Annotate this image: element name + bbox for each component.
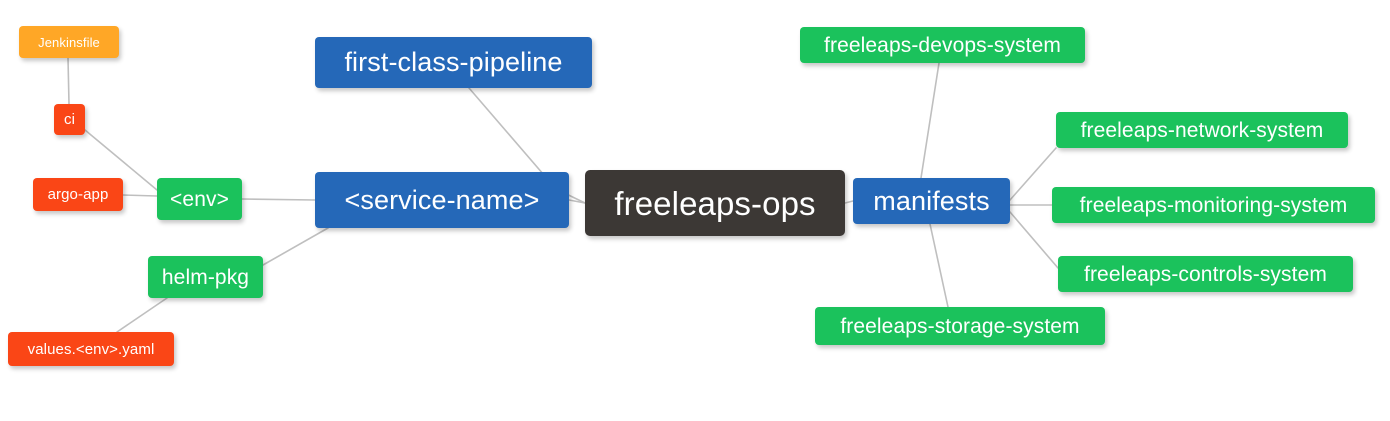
node-label: freeleaps-network-system	[1080, 118, 1324, 142]
node-network-system[interactable]: freeleaps-network-system	[1056, 112, 1348, 148]
node-label: <env>	[170, 187, 229, 211]
edge-service-name-to-env	[241, 198, 316, 201]
edge-env-to-argo-app	[122, 194, 158, 197]
node-storage-system[interactable]: freeleaps-storage-system	[815, 307, 1105, 345]
node-label: helm-pkg	[161, 265, 250, 289]
node-jenkinsfile[interactable]: Jenkinsfile	[19, 26, 119, 58]
edge-manifests-to-devops-system	[920, 62, 940, 179]
node-label: argo-app	[47, 186, 109, 203]
node-label: Jenkinsfile	[38, 34, 100, 50]
edge-helm-pkg-to-values-yaml	[116, 297, 168, 333]
edge-manifests-to-storage-system	[929, 223, 949, 308]
node-label: values.<env>.yaml	[27, 340, 155, 358]
node-label: freeleaps-storage-system	[840, 314, 1080, 338]
node-first-class[interactable]: first-class-pipeline	[315, 37, 592, 88]
edge-root-to-service-name	[568, 199, 586, 204]
node-label: freeleaps-devops-system	[824, 33, 1061, 57]
edge-manifests-to-controls-system	[1009, 211, 1059, 269]
node-values-yaml[interactable]: values.<env>.yaml	[8, 332, 174, 366]
edge-root-to-manifests	[844, 200, 854, 204]
node-label: freeleaps-ops	[614, 184, 816, 222]
node-ci[interactable]: ci	[54, 104, 85, 135]
node-monitoring-system[interactable]: freeleaps-monitoring-system	[1052, 187, 1375, 223]
node-service-name[interactable]: <service-name>	[315, 172, 569, 228]
node-helm-pkg[interactable]: helm-pkg	[148, 256, 263, 298]
edge-ci-to-jenkinsfile	[67, 57, 70, 105]
node-label: <service-name>	[344, 184, 540, 215]
node-argo-app[interactable]: argo-app	[33, 178, 123, 211]
node-controls-system[interactable]: freeleaps-controls-system	[1058, 256, 1353, 292]
node-label: ci	[63, 111, 76, 128]
node-manifests[interactable]: manifests	[853, 178, 1010, 224]
node-label: manifests	[873, 185, 990, 216]
node-root[interactable]: freeleaps-ops	[585, 170, 845, 236]
node-label: first-class-pipeline	[344, 47, 563, 77]
edge-service-name-to-helm-pkg	[262, 227, 329, 266]
node-label: freeleaps-controls-system	[1084, 262, 1327, 286]
node-devops-system[interactable]: freeleaps-devops-system	[800, 27, 1085, 63]
node-env[interactable]: <env>	[157, 178, 242, 220]
edge-manifests-to-network-system	[1009, 147, 1057, 201]
node-label: freeleaps-monitoring-system	[1079, 193, 1348, 217]
